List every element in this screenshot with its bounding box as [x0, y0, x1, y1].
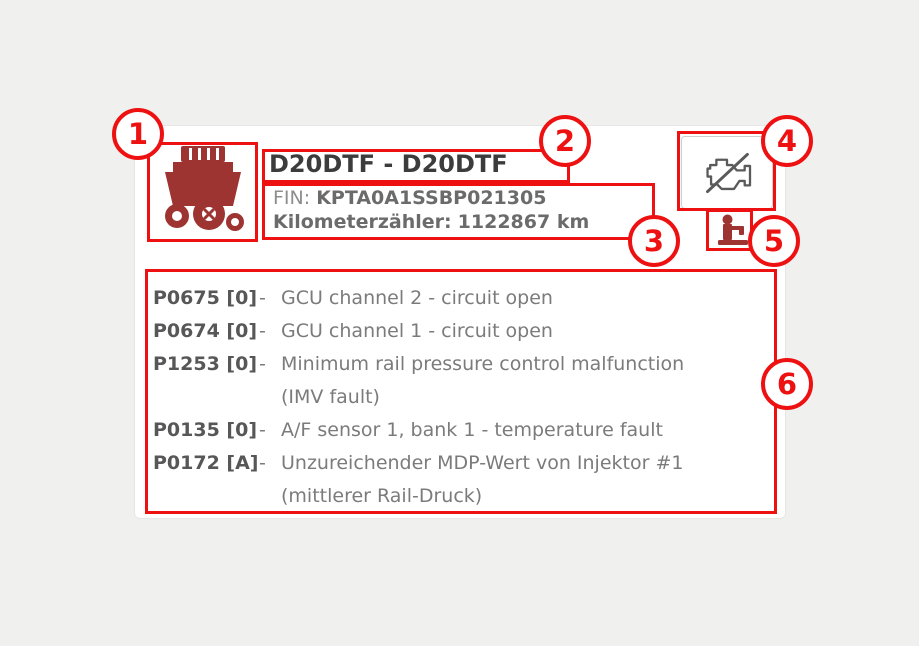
vin-value: KPTA0A1SSBP021305 [316, 187, 547, 209]
ecu-card: D20DTF - D20DTF FIN: KPTA0A1SSBP021305 K… [134, 125, 786, 519]
fault-description: GCU channel 2 - circuit open [281, 282, 771, 315]
engine-disabled-button[interactable] [681, 136, 773, 209]
fault-code: P0674 [0] [153, 320, 258, 342]
fault-row: P1253 [0] - Minimum rail pressure contro… [153, 348, 771, 414]
odometer-value: 1122867 km [457, 211, 590, 233]
fault-row: P0135 [0] - A/F sensor 1, bank 1 - tempe… [153, 414, 771, 447]
fault-separator: - [259, 419, 266, 441]
fault-code: P0135 [0] [153, 419, 258, 441]
fault-desc-line1: GCU channel 2 - circuit open [281, 287, 553, 309]
fault-separator: - [259, 452, 266, 474]
fault-description: Unzureichender MDP-Wert von Injektor #1 (… [281, 447, 771, 513]
fault-description: A/F sensor 1, bank 1 - temperature fault [281, 414, 771, 447]
fault-code: P1253 [0] [153, 353, 258, 375]
vin-line: FIN: KPTA0A1SSBP021305 [273, 187, 546, 209]
fault-desc-line1: Unzureichender MDP-Wert von Injektor #1 [281, 452, 684, 474]
fault-code: P0675 [0] [153, 287, 258, 309]
engine-icon [165, 146, 244, 231]
fault-desc-line1: A/F sensor 1, bank 1 - temperature fault [281, 419, 663, 441]
fault-desc-line1: Minimum rail pressure control malfunctio… [281, 353, 685, 375]
fault-description: GCU channel 1 - circuit open [281, 315, 771, 348]
fault-code: P0172 [A] [153, 452, 259, 474]
vin-label: FIN: [273, 187, 311, 209]
fault-separator: - [259, 353, 266, 375]
fault-description: Minimum rail pressure control malfunctio… [281, 348, 771, 414]
odometer-line: Kilometerzähler: 1122867 km [273, 211, 589, 233]
fault-separator: - [259, 287, 266, 309]
odometer-label: Kilometerzähler: [273, 211, 452, 233]
fault-row: P0675 [0] - GCU channel 2 - circuit open [153, 282, 771, 315]
mechanic-icon[interactable] [715, 212, 751, 248]
ecu-title: D20DTF - D20DTF [269, 150, 508, 178]
fault-separator: - [259, 320, 266, 342]
fault-desc-line2: (mittlerer Rail-Druck) [281, 485, 483, 507]
fault-desc-line2: (IMV fault) [281, 386, 380, 408]
fault-row: P0172 [A] - Unzureichender MDP-Wert von … [153, 447, 771, 513]
fault-desc-line1: GCU channel 1 - circuit open [281, 320, 553, 342]
engine-slash-icon [706, 152, 752, 193]
fault-code-list: P0675 [0] - GCU channel 2 - circuit open… [153, 282, 771, 513]
fault-row: P0674 [0] - GCU channel 1 - circuit open [153, 315, 771, 348]
